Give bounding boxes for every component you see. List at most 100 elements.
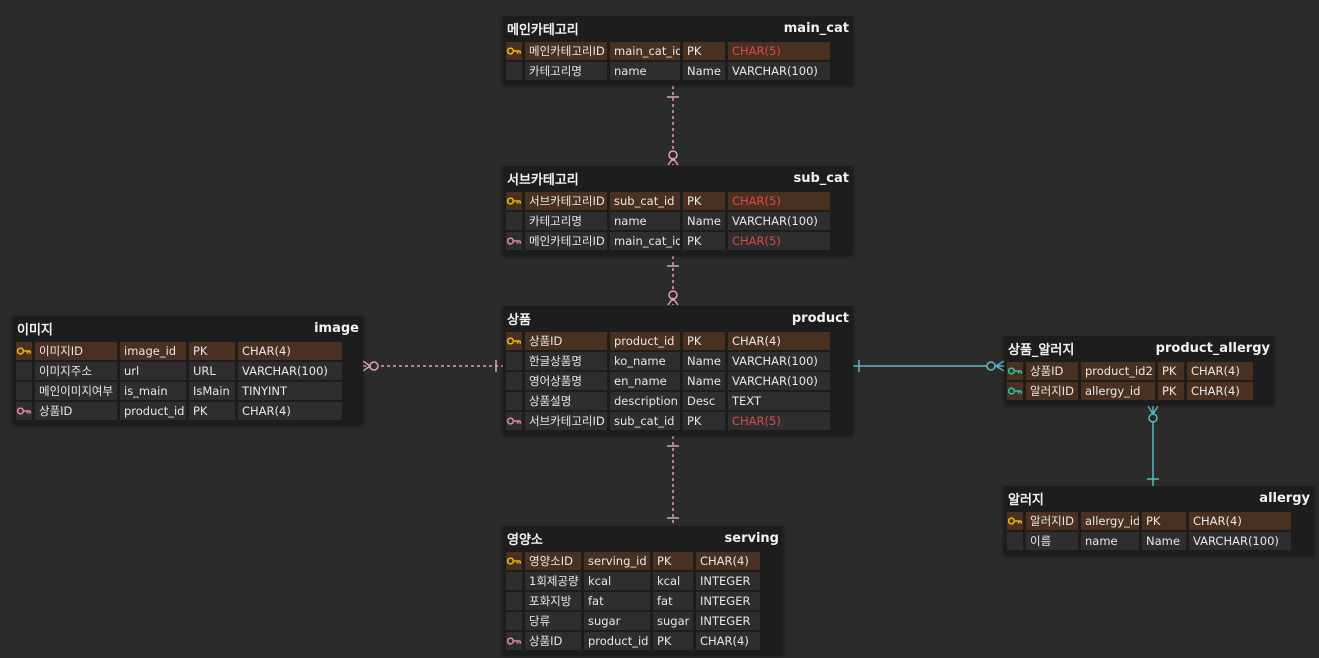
- column-logical-name: 상품ID: [525, 332, 607, 350]
- column-domain: Name: [683, 62, 725, 80]
- column-logical-name: 서브카테고리ID: [525, 192, 607, 210]
- column-domain: fat: [653, 592, 693, 610]
- column-data-type: VARCHAR(100): [238, 362, 342, 380]
- foreign-key-icon: [16, 402, 32, 420]
- column-data-type: VARCHAR(100): [728, 352, 830, 370]
- key-cell: [1007, 532, 1023, 550]
- table-physical-name: product_allergy: [1155, 341, 1270, 356]
- column-logical-name: 이미지주소: [35, 362, 117, 380]
- column-data-type: CHAR(4): [696, 632, 760, 650]
- column-physical-name: product_id: [584, 632, 650, 650]
- column-data-type: CHAR(4): [1187, 382, 1253, 400]
- table-header: 서브카테고리 sub_cat: [503, 166, 853, 191]
- key-cell: [506, 372, 522, 390]
- primary-key-icon: [1007, 512, 1023, 530]
- table-logical-name: 서브카테고리: [507, 173, 579, 188]
- column-logical-name: 서브카테고리ID: [525, 412, 607, 430]
- column-data-type: VARCHAR(100): [728, 372, 830, 390]
- column-domain: URL: [189, 362, 235, 380]
- column-domain: PK: [1158, 362, 1184, 380]
- column-data-type: CHAR(4): [238, 342, 342, 360]
- primary-key-icon: [506, 332, 522, 350]
- column-physical-name: product_id: [120, 402, 186, 420]
- column-domain: Desc: [683, 392, 725, 410]
- table-logical-name: 영양소: [507, 533, 543, 548]
- column-data-type: VARCHAR(100): [1189, 532, 1291, 550]
- column-logical-name: 상품ID: [35, 402, 117, 420]
- column-logical-name: 메인카테고리ID: [525, 42, 607, 60]
- column-logical-name: 카테고리명: [525, 212, 607, 230]
- foreign-key-icon: [506, 412, 522, 430]
- column-domain: PK: [683, 192, 725, 210]
- key-cell: [16, 362, 32, 380]
- column-physical-name: main_cat_id: [610, 232, 680, 250]
- column-logical-name: 상품ID: [1026, 362, 1078, 380]
- column-logical-name: 1회제공량: [525, 572, 581, 590]
- relation-product-serving: [667, 436, 679, 526]
- column-domain: PK: [683, 412, 725, 430]
- column-domain: sugar: [653, 612, 693, 630]
- column-data-type: CHAR(4): [1187, 362, 1253, 380]
- column-physical-name: main_cat_id: [610, 42, 680, 60]
- column-logical-name: 알러지ID: [1026, 512, 1078, 530]
- column-physical-name: allergy_id: [1081, 512, 1139, 530]
- table-physical-name: sub_cat: [793, 171, 850, 186]
- column-data-type: CHAR(5): [728, 42, 830, 60]
- key-cell: [506, 212, 522, 230]
- column-data-type: INTEGER: [696, 592, 760, 610]
- primary-key-icon: [506, 192, 522, 210]
- column-physical-name: is_main: [120, 382, 186, 400]
- column-physical-name: sugar: [584, 612, 650, 630]
- column-data-type: INTEGER: [696, 572, 760, 590]
- column-data-type: VARCHAR(100): [728, 62, 830, 80]
- primary-foreign-key-icon: [1007, 362, 1023, 380]
- table-logical-name: 이미지: [17, 323, 53, 338]
- key-cell: [506, 612, 522, 630]
- column-physical-name: product_id2: [1081, 362, 1155, 380]
- column-physical-name: image_id: [120, 342, 186, 360]
- relation-allergy-product-allergy: [1147, 405, 1159, 486]
- column-logical-name: 상품ID: [525, 632, 581, 650]
- column-data-type: CHAR(4): [696, 552, 760, 570]
- column-domain: PK: [653, 632, 693, 650]
- column-data-type: CHAR(4): [1189, 512, 1291, 530]
- column-physical-name: url: [120, 362, 186, 380]
- column-domain: PK: [683, 232, 725, 250]
- column-domain: PK: [1158, 382, 1184, 400]
- column-physical-name: product_id: [610, 332, 680, 350]
- key-cell: [506, 62, 522, 80]
- column-data-type: CHAR(4): [728, 332, 830, 350]
